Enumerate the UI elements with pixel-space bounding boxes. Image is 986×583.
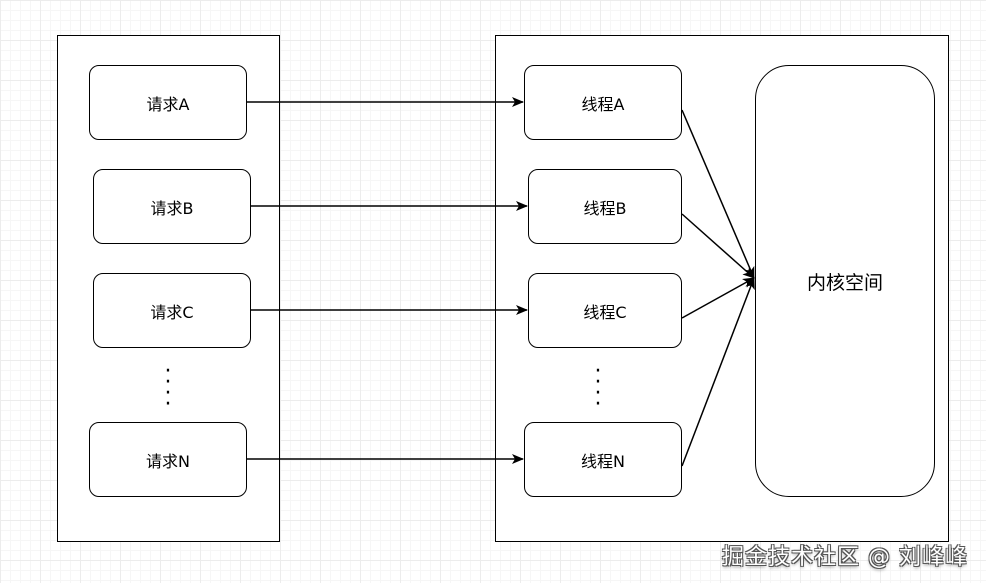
request-n-node[interactable]: 请求N [89,422,247,497]
request-c-node[interactable]: 请求C [93,273,251,348]
thread-n-label: 线程N [581,451,625,471]
request-a-label: 请求A [146,94,190,114]
watermark-text: 掘金技术社区 @ 刘峰峰 [722,545,968,570]
kernel-space-node[interactable]: 内核空间 [755,65,935,497]
request-n-label: 请求N [146,451,190,471]
arrow-thread-a-to-kernel [681,109,755,279]
arrow-thread-c-to-kernel [681,277,755,319]
arrow-thread-n-to-kernel [681,277,755,467]
request-c-label: 请求C [150,302,194,322]
thread-a-label: 线程A [581,94,625,114]
thread-b-label: 线程B [583,198,627,218]
thread-c-label: 线程C [583,302,627,322]
thread-n-node[interactable]: 线程N [524,422,682,497]
request-ellipsis: ···· [164,359,172,417]
kernel-space-label: 内核空间 [806,271,883,294]
request-b-node[interactable]: 请求B [93,169,251,244]
request-a-node[interactable]: 请求A [89,65,247,140]
thread-b-node[interactable]: 线程B [528,169,682,244]
request-b-label: 请求B [150,198,194,218]
thread-ellipsis: ···· [594,359,602,417]
arrow-thread-b-to-kernel [681,213,755,279]
thread-a-node[interactable]: 线程A [524,65,682,140]
thread-c-node[interactable]: 线程C [528,273,682,348]
